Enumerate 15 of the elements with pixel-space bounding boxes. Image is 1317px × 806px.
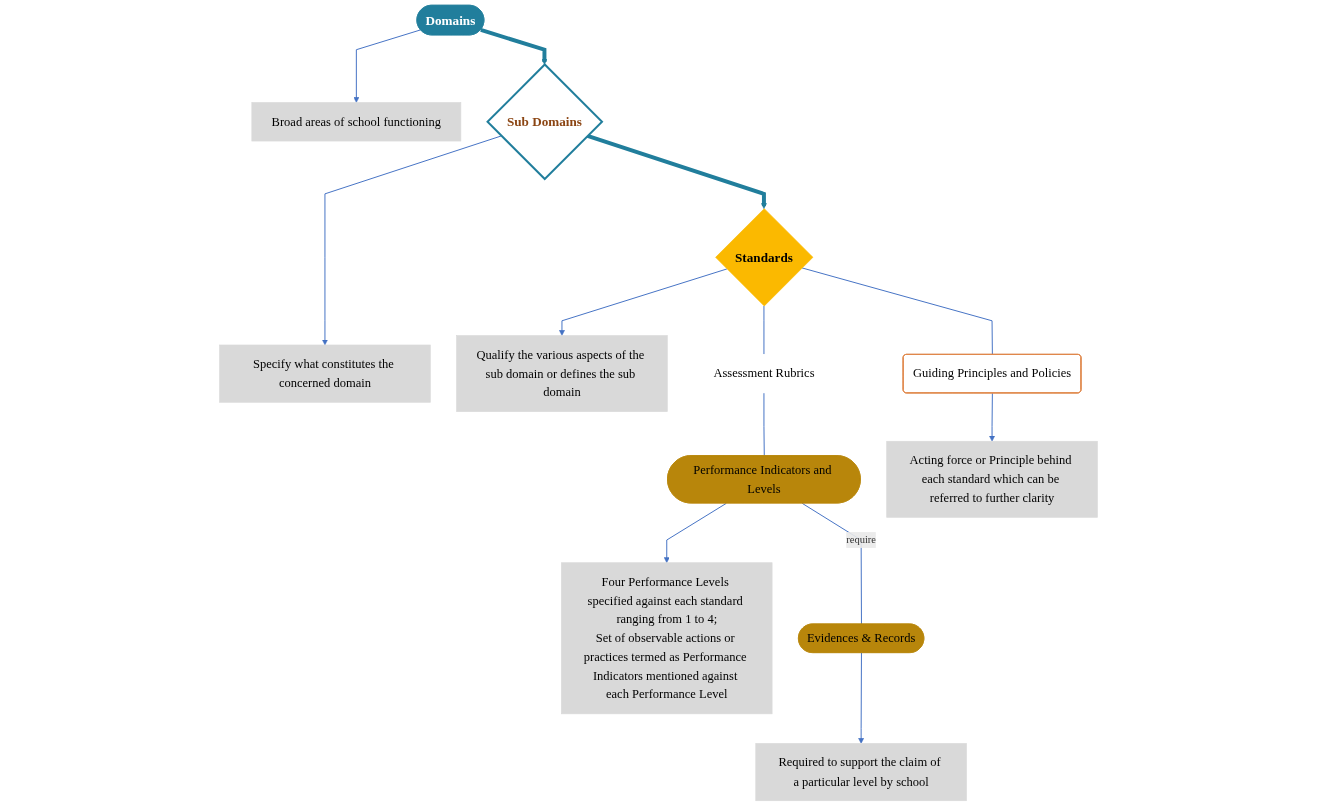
edge-label: require: [846, 534, 877, 546]
arrow: [586, 134, 767, 209]
node-box: Broad areas of school functioning: [251, 102, 462, 142]
node-box: Qualify the various aspects of the sub domain or defines the sub domain: [456, 335, 668, 412]
node-box: Specify what constitutes the concerned domain: [219, 344, 431, 403]
connector: [763, 305, 765, 355]
node-diamond: Standards: [715, 208, 814, 307]
node-diamond: Sub Domains: [486, 63, 604, 181]
node-box: Required to support the claim of a particular level by school: [755, 743, 967, 802]
node-text: Assessment Rubrics: [713, 366, 815, 381]
node-box: Acting force or Principle behind each standard which can be referred to further clarity: [886, 440, 1098, 518]
connector: [801, 267, 993, 356]
connector: [763, 392, 765, 457]
node-box: Four Performance Levels specified against each standard ranging from 1 to 4; Set of observable actions or practices termed as Performance Indicators mentioned against each Performance Level: [561, 562, 773, 715]
arrow: [480, 28, 548, 65]
